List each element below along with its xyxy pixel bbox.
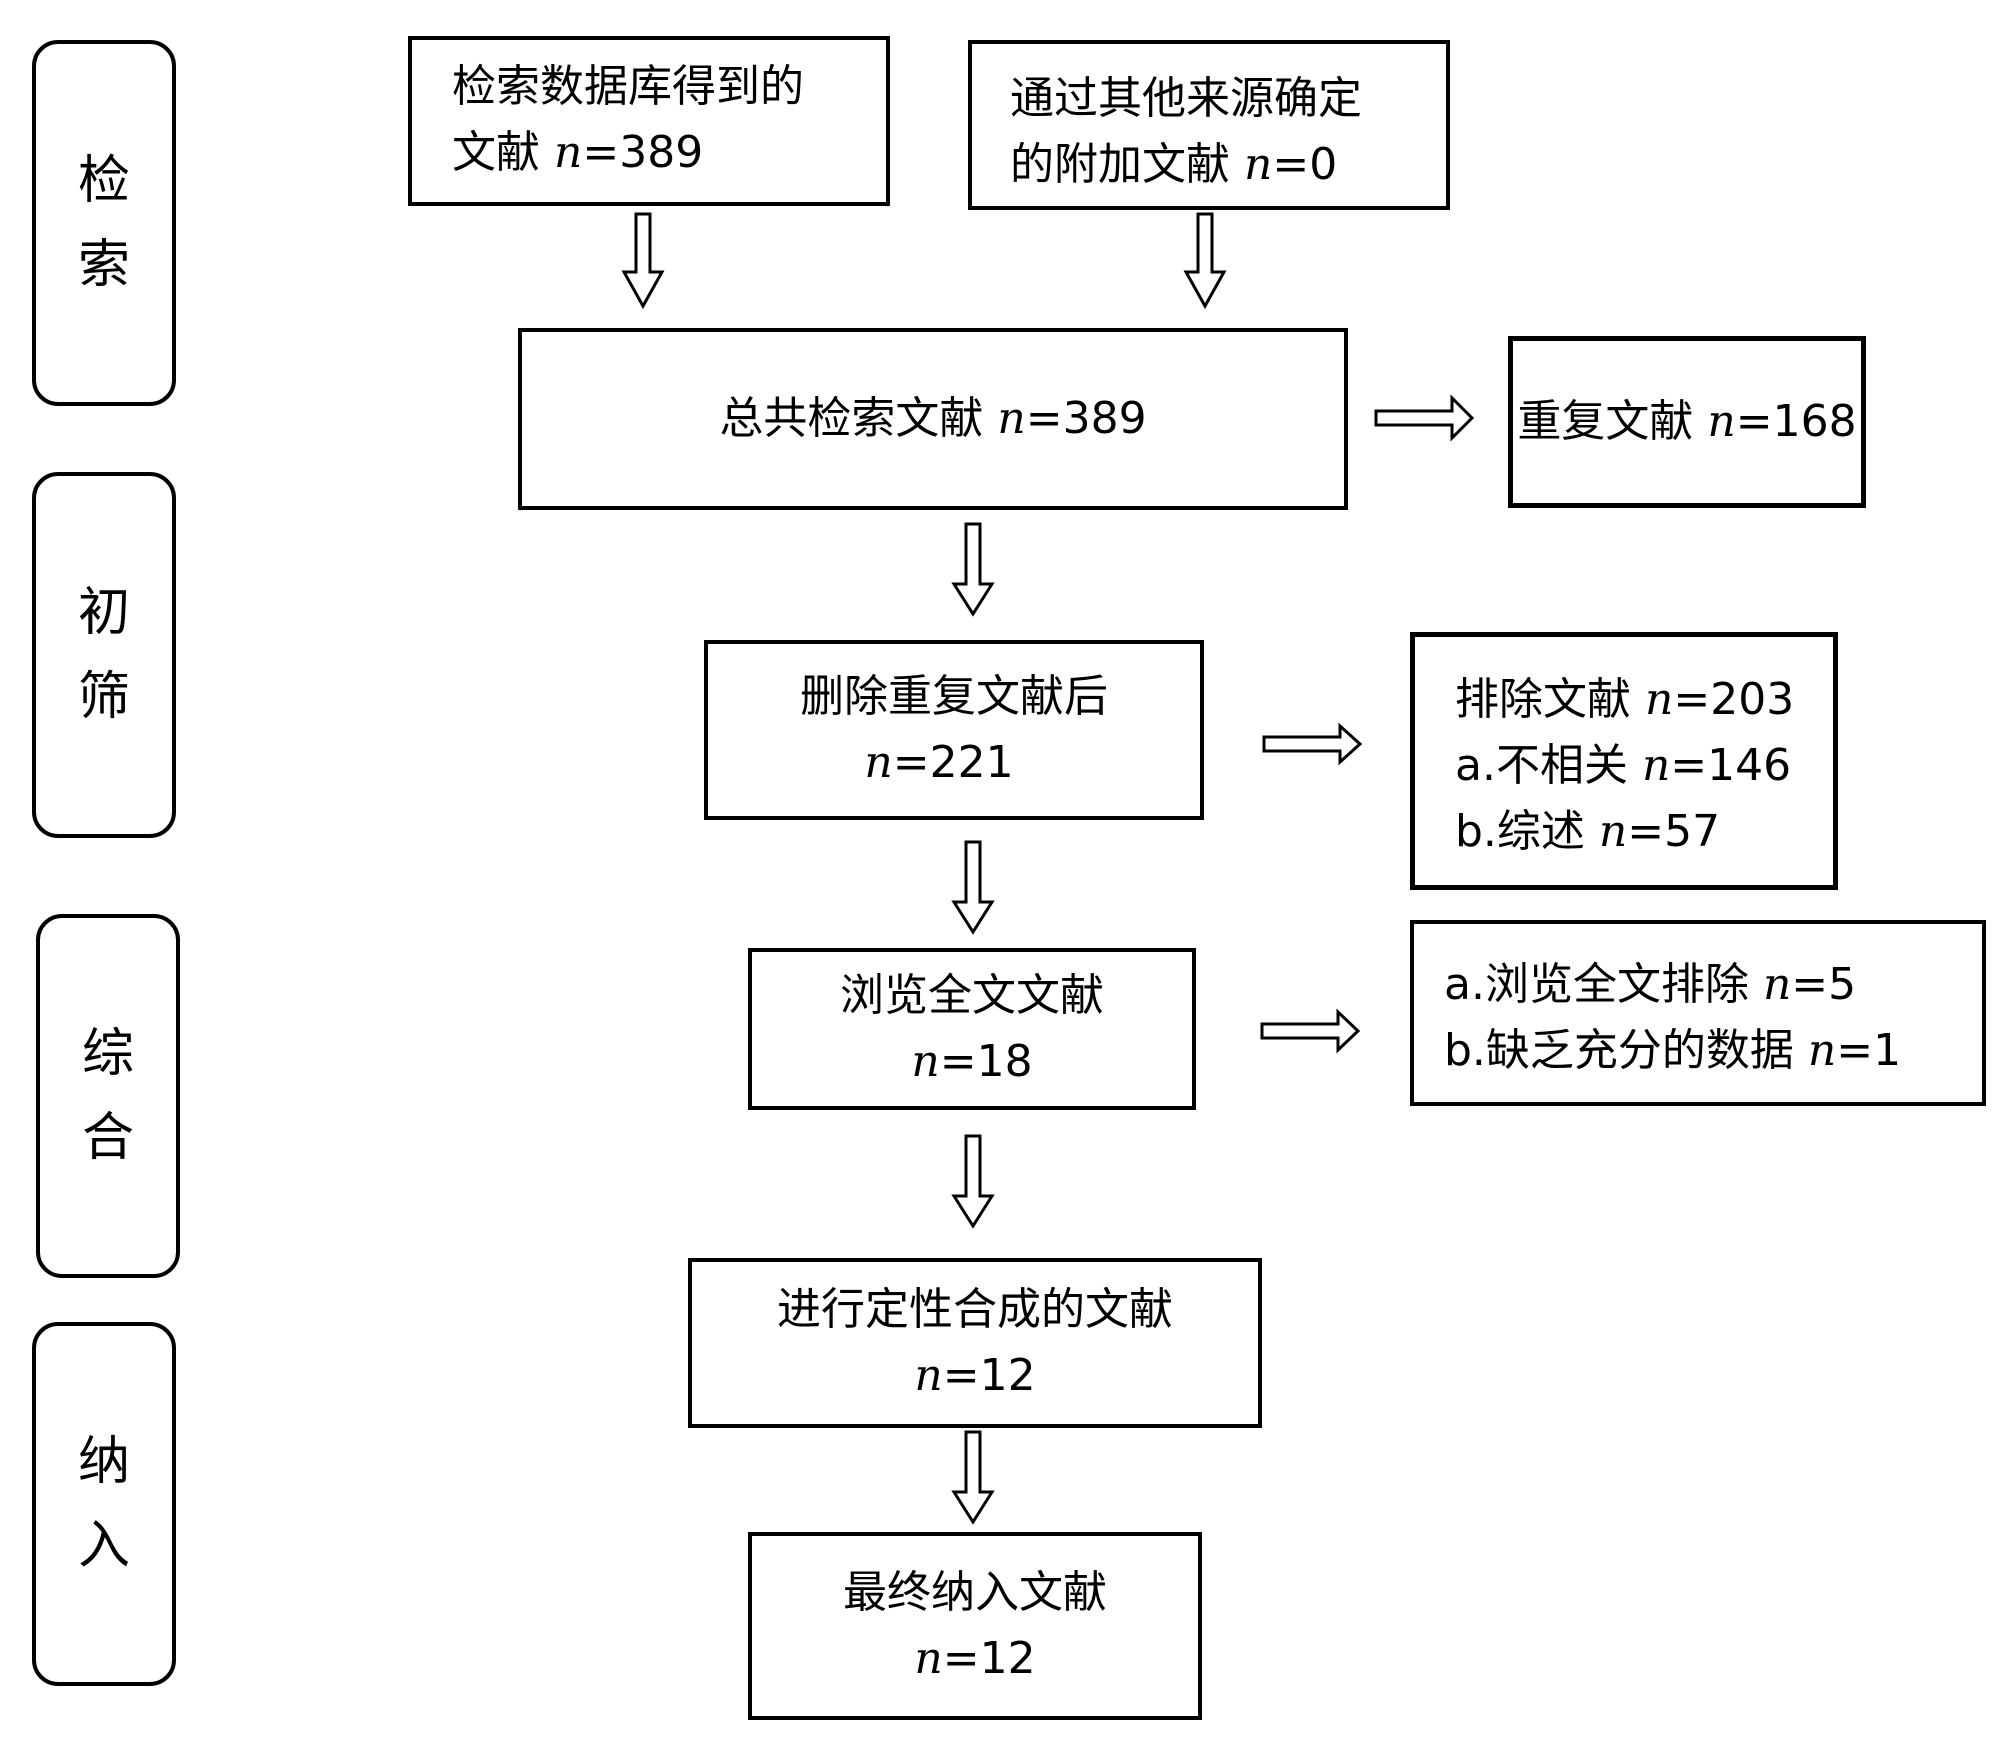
box-line: 浏览全文文献 (840, 970, 1104, 1021)
stage-label-char: 入 (77, 1516, 130, 1576)
excluded-records-box: 排除文献 n=203 a.不相关 n=146 b.综述 n=57 (1410, 632, 1838, 890)
box-line: b.缺乏充分的数据 n=1 (1444, 1025, 1902, 1076)
box-line: 重复文献 n=168 (1517, 396, 1857, 447)
total-records-box: 总共检索文献 n=389 (518, 328, 1348, 510)
stage-label-char: 综 (81, 1024, 134, 1084)
box-line: 排除文献 n=203 (1455, 674, 1795, 725)
box-line: a.不相关 n=146 (1455, 740, 1792, 791)
box-line: 通过其他来源确定 (1010, 73, 1362, 124)
box-line: n=12 (914, 1350, 1036, 1401)
stage-label-char: 初 (77, 583, 130, 643)
box-line: 的附加文献 n=0 (1010, 139, 1338, 190)
box-line: 最终纳入文献 (843, 1567, 1107, 1618)
down-arrow-icon (1183, 212, 1227, 310)
box-line: 删除重复文献后 (800, 671, 1108, 722)
right-arrow-icon (1260, 1008, 1361, 1054)
fulltext-review-box: 浏览全文文献 n=18 (748, 948, 1196, 1110)
stage-label-inclusion: 纳 入 (32, 1322, 176, 1686)
right-arrow-icon (1374, 394, 1475, 442)
box-line: 检索数据库得到的 (452, 61, 804, 112)
box-line: b.综述 n=57 (1455, 806, 1721, 857)
stage-label-char: 索 (77, 235, 130, 295)
box-line: n=18 (911, 1036, 1033, 1087)
stage-label-search: 检 索 (32, 40, 176, 406)
stage-label-screening: 初 筛 (32, 472, 176, 838)
box-line: 进行定性合成的文献 (777, 1284, 1173, 1335)
duplicates-box: 重复文献 n=168 (1508, 336, 1866, 508)
fulltext-excluded-box: a.浏览全文排除 n=5 b.缺乏充分的数据 n=1 (1410, 920, 1986, 1106)
after-dedup-box: 删除重复文献后 n=221 (704, 640, 1204, 820)
stage-label-char: 合 (81, 1108, 134, 1168)
down-arrow-icon (951, 1134, 995, 1229)
stage-label-char: 纳 (77, 1432, 130, 1492)
box-line: n=221 (864, 737, 1014, 788)
down-arrow-icon (951, 522, 995, 617)
stage-label-synthesis: 综 合 (36, 914, 180, 1278)
final-included-box: 最终纳入文献 n=12 (748, 1532, 1202, 1720)
box-line: 总共检索文献 n=389 (719, 393, 1147, 444)
right-arrow-icon (1262, 722, 1363, 766)
box-line: a.浏览全文排除 n=5 (1444, 959, 1857, 1010)
box-line: n=12 (914, 1633, 1036, 1684)
database-records-box: 检索数据库得到的 文献 n=389 (408, 36, 890, 206)
qualitative-synthesis-box: 进行定性合成的文献 n=12 (688, 1258, 1262, 1428)
down-arrow-icon (621, 212, 665, 310)
other-sources-box: 通过其他来源确定 的附加文献 n=0 (968, 40, 1450, 210)
stage-label-char: 检 (77, 151, 130, 211)
stage-label-char: 筛 (77, 667, 130, 727)
down-arrow-icon (951, 840, 995, 935)
down-arrow-icon (951, 1430, 995, 1525)
box-line: 文献 n=389 (452, 127, 704, 178)
